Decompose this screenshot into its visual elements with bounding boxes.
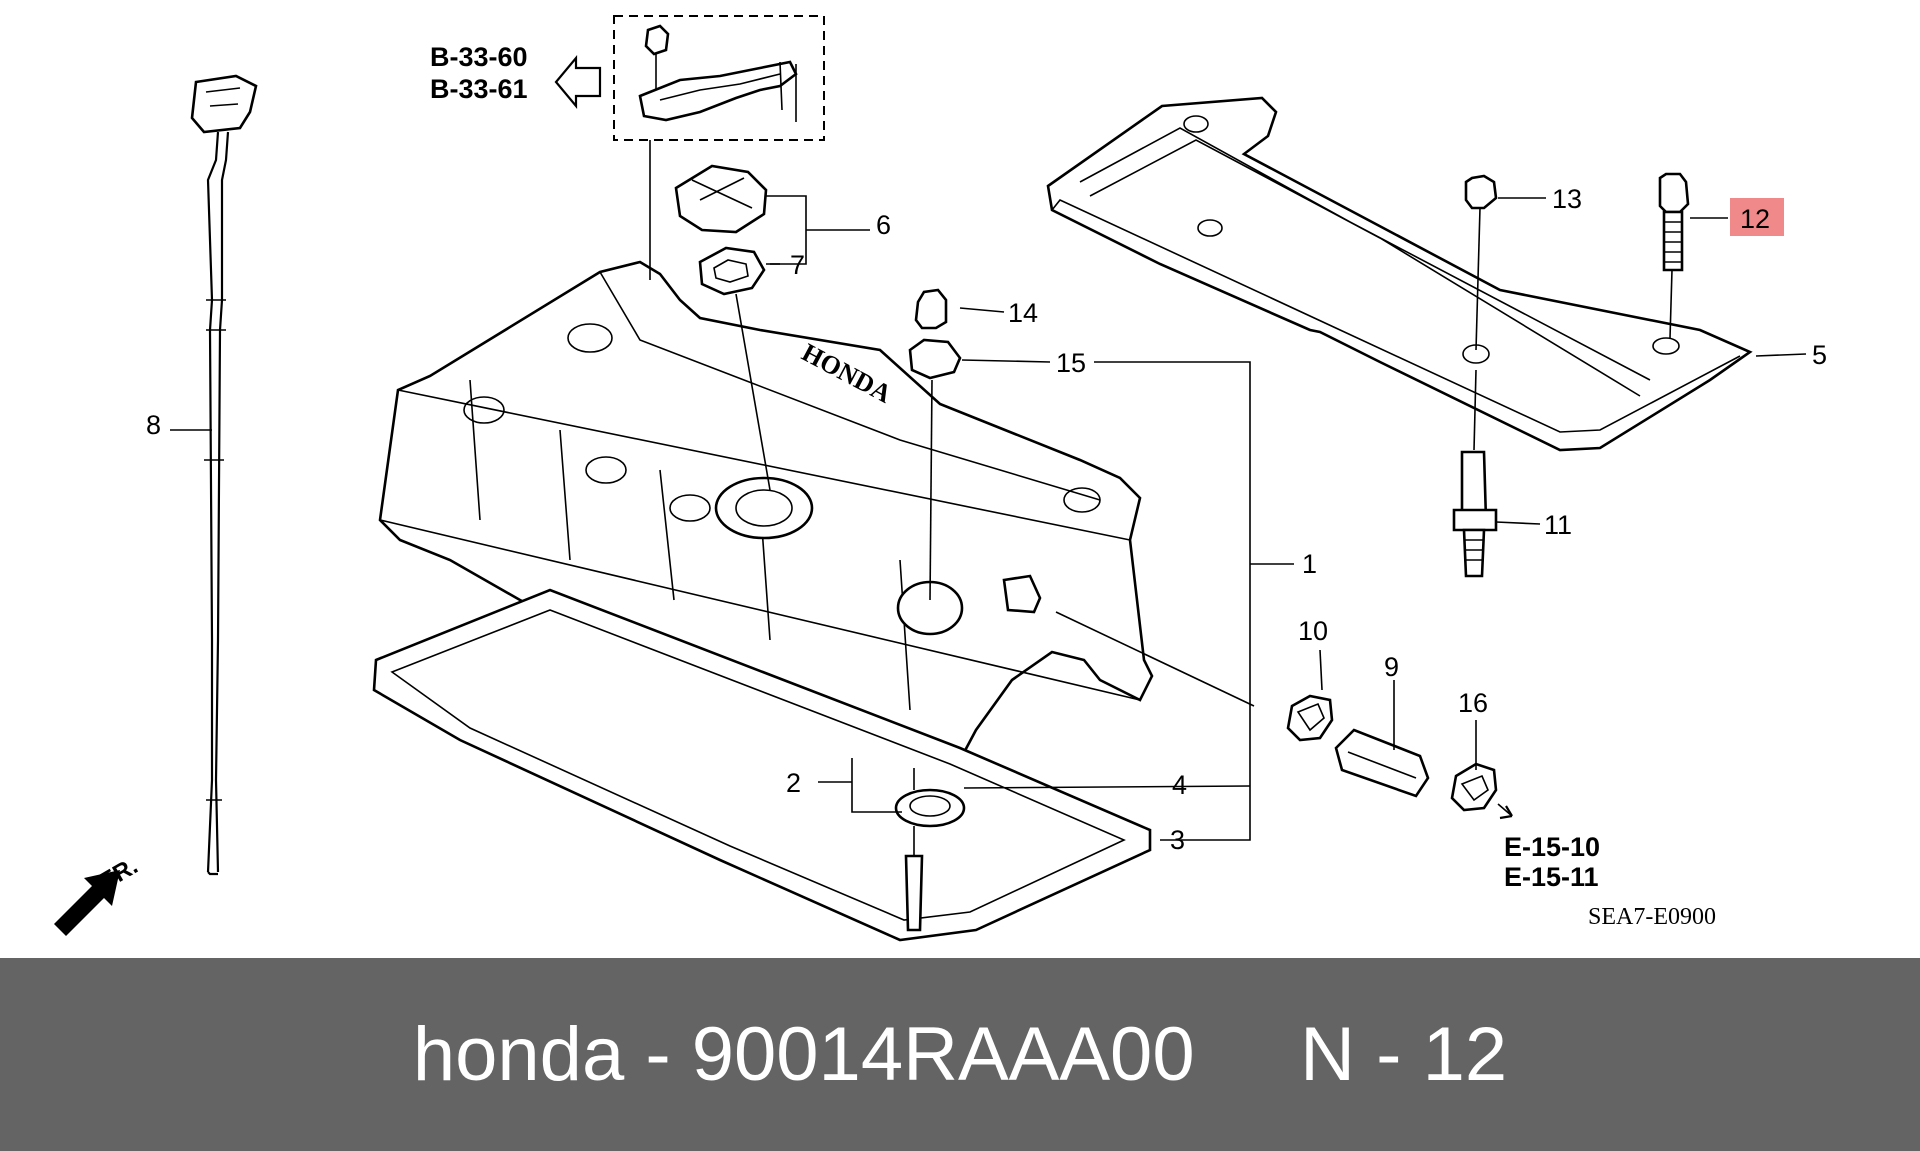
top-reference-arrow	[554, 54, 602, 110]
parts-diagram: HONDA	[54, 15, 1827, 942]
callout-4: 4	[1172, 770, 1187, 800]
callout-12: 12	[1740, 204, 1770, 234]
pcv-hose-parts	[1055, 611, 1513, 820]
seal-washer-part	[894, 768, 966, 932]
engine-cover-part	[1046, 96, 1753, 452]
callout-labels: 1 2 3 4 5 6 7 8 9 10 11 12 13 14 15 16	[146, 184, 1827, 855]
part-number-caption: honda - 90014RAAA00 N - 12	[412, 1012, 1508, 1097]
callout-14: 14	[1008, 298, 1038, 328]
ref-e-15-11: E-15-11	[1504, 862, 1599, 892]
valve-cover-part: HONDA	[378, 260, 1154, 772]
cover-hardware-parts	[1452, 172, 1690, 578]
callout-9: 9	[1384, 652, 1399, 682]
breather-bracket-part	[613, 15, 825, 280]
oil-cap-part	[674, 164, 771, 491]
callout-11: 11	[1544, 510, 1572, 540]
callout-3: 3	[1170, 825, 1185, 855]
callout-5: 5	[1812, 340, 1827, 370]
highlight-box	[1730, 198, 1784, 236]
callout-2: 2	[786, 768, 801, 798]
footer-bar: honda - 90014RAAA00 N - 12	[0, 958, 1920, 1151]
callout-8: 8	[146, 410, 161, 440]
gasket-part	[372, 588, 1152, 942]
callout-13: 13	[1552, 184, 1582, 214]
ref-b-33-60: B-33-60	[430, 42, 528, 72]
callout-7: 7	[790, 250, 805, 280]
diagram-code: SEA7-E0900	[1588, 904, 1716, 930]
dipstick-part	[190, 74, 258, 876]
leader-lines	[170, 195, 1807, 841]
grommet-part	[908, 288, 962, 601]
callout-16: 16	[1458, 688, 1488, 718]
callout-1: 1	[1302, 549, 1317, 579]
ref-b-33-61: B-33-61	[430, 74, 528, 104]
callout-15: 15	[1056, 348, 1086, 378]
callout-10: 10	[1298, 616, 1328, 646]
ref-e-15-10: E-15-10	[1504, 832, 1600, 862]
callout-6: 6	[876, 210, 891, 240]
front-arrow	[54, 870, 120, 936]
